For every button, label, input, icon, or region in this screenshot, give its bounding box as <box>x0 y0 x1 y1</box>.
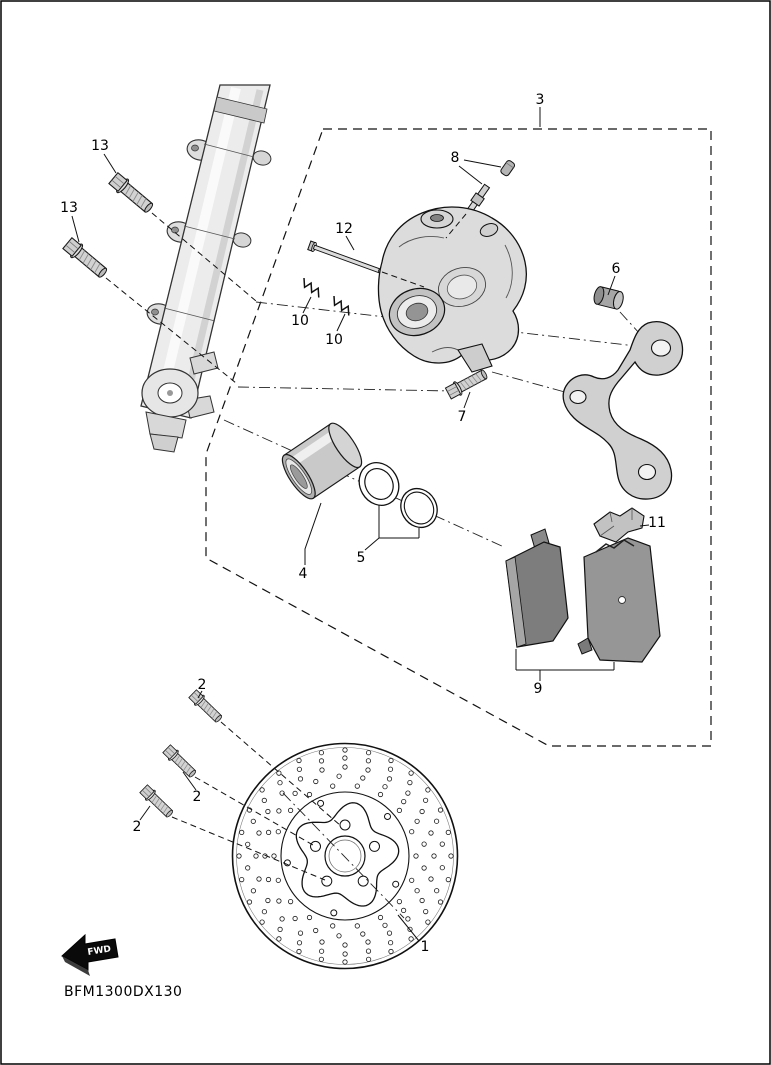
callout-11: 11 <box>648 515 666 531</box>
bolt-13-upper-line <box>151 212 257 302</box>
fork-collar <box>213 96 268 124</box>
fwd-label: FWD <box>87 944 112 958</box>
leader-8 <box>458 159 502 185</box>
fwd-arrow-icon: FWD <box>61 933 119 976</box>
axle-clamp-foot <box>149 433 179 453</box>
leader-12 <box>345 235 355 251</box>
leader-7 <box>463 391 471 409</box>
callout-7: 7 <box>458 409 467 425</box>
leader-11 <box>639 524 650 527</box>
bracket-plate <box>562 321 684 500</box>
fork-lug-hole <box>151 308 159 316</box>
bleeder-line <box>445 213 467 239</box>
disc-lines <box>171 721 405 919</box>
leader-13-upper <box>103 153 117 174</box>
brake-caliper <box>377 206 528 373</box>
pad-hole <box>618 596 626 604</box>
disc-center-hole <box>324 835 366 877</box>
pad-friction-edge <box>505 556 527 648</box>
caliper-bore-rear-inner <box>446 274 478 300</box>
callout-12: 12 <box>335 221 353 237</box>
callout-4: 4 <box>299 566 308 582</box>
bolt-alignment-lines <box>105 212 257 384</box>
leader-10-right <box>336 313 346 332</box>
callout-2-bottom: 2 <box>133 819 142 835</box>
callout-10-left: 10 <box>291 313 309 329</box>
insert-lines <box>381 213 467 288</box>
leader-9 <box>515 649 615 681</box>
disc-drill-holes <box>236 747 454 965</box>
leader-lines <box>71 107 650 942</box>
callout-5: 5 <box>357 550 366 566</box>
slide-pin-cap <box>593 286 624 310</box>
drawing-code: BFM1300DX130 <box>64 984 182 1000</box>
callout-6: 6 <box>612 261 621 277</box>
leader-5 <box>364 505 420 551</box>
caliper-bore-inner <box>405 302 429 322</box>
pad-spring-detail <box>595 539 635 553</box>
pad-shim-clip <box>593 507 645 543</box>
disc-hub-bolt-holes <box>283 799 400 917</box>
axle-clamp <box>145 411 187 439</box>
leader-6 <box>607 275 616 296</box>
caliper-bolt-axis-line <box>491 371 573 395</box>
pad-pin-line <box>381 271 425 288</box>
hose-boss <box>479 223 499 237</box>
fork-section-lines <box>163 143 255 322</box>
leader-13-lower <box>71 215 80 243</box>
lower-mount-axis-line <box>237 386 453 392</box>
disc-center-chamfer <box>328 839 362 873</box>
caliper-piston <box>281 422 363 500</box>
bracket-hole-upper <box>650 339 672 357</box>
bracket-hole-lower <box>637 463 657 481</box>
disc-bolt-line-top <box>220 721 342 827</box>
leader-2-bottom <box>139 805 151 821</box>
callout-2-top: 2 <box>198 677 207 693</box>
caliper-bracket <box>562 321 684 500</box>
caliper-mount-ear <box>457 343 493 373</box>
brake-pads <box>505 528 661 663</box>
piston-seal <box>358 462 400 506</box>
callout-labels: 13 13 3 8 12 10 10 6 7 4 5 11 9 2 2 2 1 <box>60 92 666 955</box>
fork-lug-hole <box>191 144 199 152</box>
callout-3: 3 <box>536 92 545 108</box>
leader-10-left <box>302 296 312 314</box>
axle-center <box>167 390 173 396</box>
callout-1: 1 <box>421 939 430 955</box>
fork-leg <box>140 84 272 453</box>
disc-bolt-line-middle <box>194 776 314 846</box>
bleeder-hole <box>430 214 444 222</box>
leader-1 <box>397 914 420 942</box>
leader-2-middle <box>182 771 197 791</box>
disc-bolt-line-bottom <box>171 816 326 881</box>
callout-2-middle: 2 <box>193 789 202 805</box>
callout-10-right: 10 <box>325 332 343 348</box>
callout-9: 9 <box>534 681 543 697</box>
callout-13-upper: 13 <box>91 138 109 154</box>
pad-spring-right <box>333 295 350 316</box>
bleeder-cap <box>500 160 516 177</box>
bolt-13-lower-line <box>105 277 237 384</box>
fork-lug-hole <box>171 226 179 234</box>
callout-13-lower: 13 <box>60 200 78 216</box>
pad-wear-tab <box>577 637 593 655</box>
leader-2-top <box>197 690 203 699</box>
bracket-boss-hole <box>569 389 587 405</box>
disc-axis-line <box>282 792 405 919</box>
pad-spring-left <box>303 277 320 298</box>
callout-8: 8 <box>451 150 460 166</box>
fork-tube-highlight <box>155 86 241 407</box>
leader-4 <box>304 502 322 565</box>
dust-seal <box>400 487 438 529</box>
